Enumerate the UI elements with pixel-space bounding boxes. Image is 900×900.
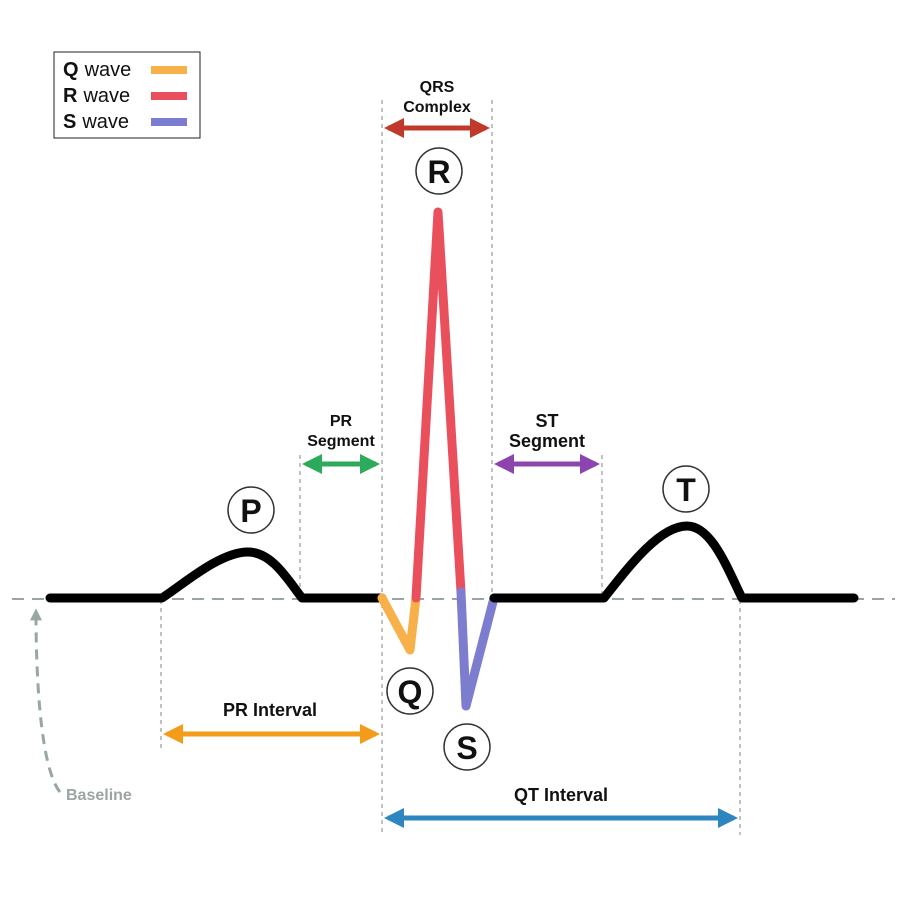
wave-letter-q: Q (398, 674, 423, 710)
ecg-trace (45, 207, 859, 711)
legend-swatch-q (151, 66, 187, 74)
wave-markers: R P T Q S (227, 147, 710, 771)
wave-letter-r: R (427, 154, 450, 190)
s-wave-trace (456, 587, 499, 711)
legend-swatch-s (151, 118, 187, 126)
wave-letter-s: S (456, 730, 477, 766)
pr-segment-label-line2: Segment (307, 433, 375, 450)
qrs-complex-label-line2: Complex (403, 99, 471, 116)
segment-labels: QRS Complex PR Segment ST Segment PR Int… (66, 79, 608, 805)
st-segment-label-line1: ST (535, 411, 558, 431)
wave-marker-s: S (443, 723, 491, 771)
q-wave-trace (377, 593, 421, 655)
qrs-complex-label-line1: QRS (420, 79, 455, 96)
trace-t-wave-segment (489, 521, 859, 603)
legend-text-r: wave (82, 85, 130, 107)
legend-key-s: S (63, 111, 76, 133)
baseline-label: Baseline (66, 787, 132, 804)
wave-marker-t: T (662, 465, 710, 513)
wave-letter-p: P (240, 493, 261, 529)
legend-swatch-r (151, 92, 187, 100)
pr-segment-label-line1: PR (330, 413, 353, 430)
r-wave-trace (411, 207, 466, 603)
legend-key-r: R (63, 85, 78, 107)
wave-marker-r: R (415, 147, 463, 195)
legend-text-s: wave (81, 111, 129, 133)
wave-letter-t: T (676, 472, 696, 508)
pr-interval-label: PR Interval (223, 700, 317, 720)
qt-interval-label: QT Interval (514, 785, 608, 805)
guide-lines (160, 100, 741, 835)
legend-key-q: Q (63, 59, 79, 81)
legend-text-q: wave (84, 59, 132, 81)
wave-marker-p: P (227, 486, 275, 534)
wave-marker-q: Q (386, 667, 434, 715)
baseline-arrow (30, 608, 62, 793)
interval-arrows (30, 118, 738, 828)
st-segment-label-line2: Segment (509, 431, 585, 451)
trace-p-wave-segment (45, 547, 387, 603)
